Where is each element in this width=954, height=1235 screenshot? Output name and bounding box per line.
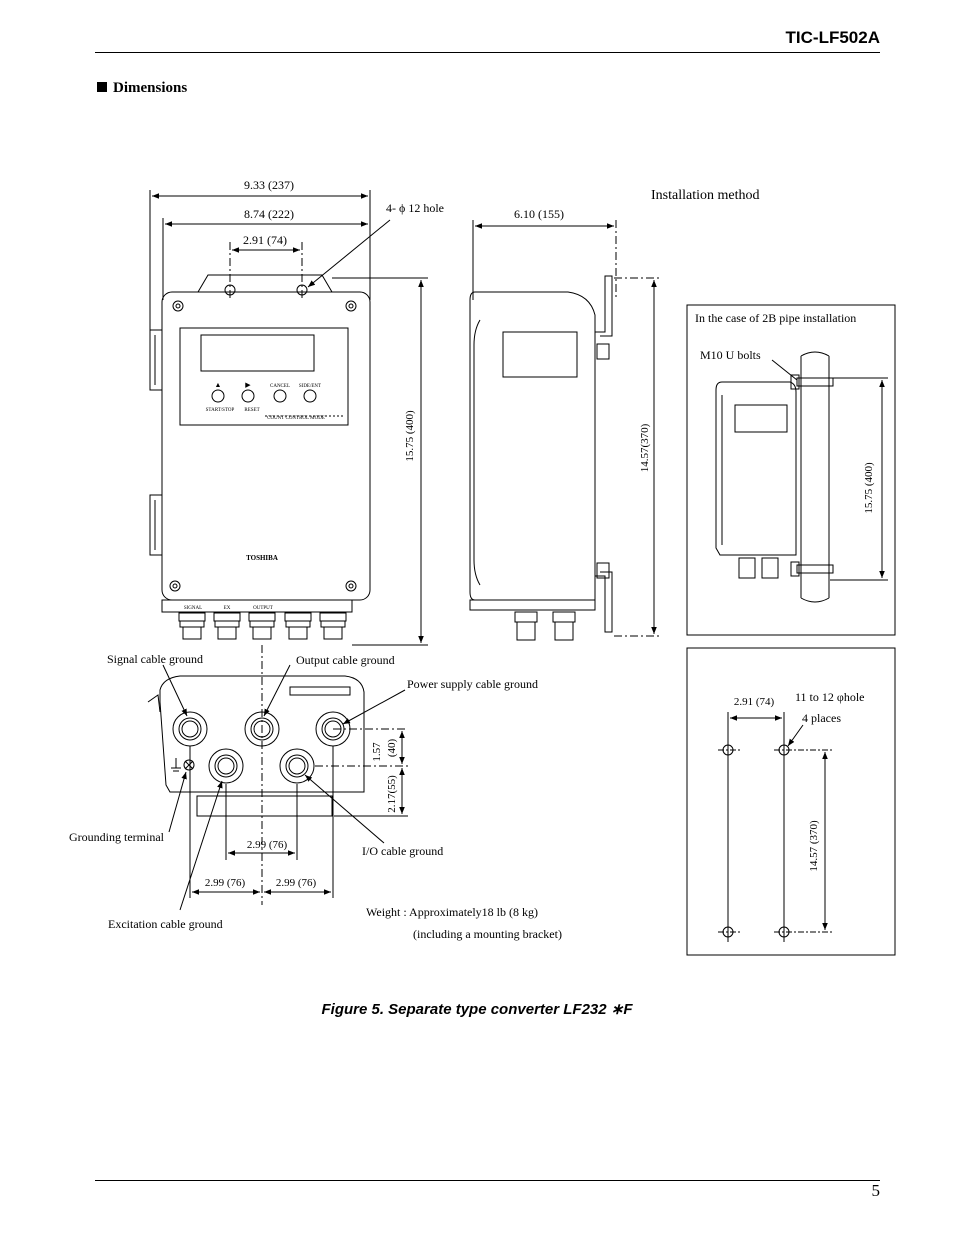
dim-217: 2.17(55): [386, 775, 398, 813]
toshiba-logo: TOSHIBA: [246, 554, 278, 562]
side-depth: 6.10 (155): [514, 207, 564, 221]
front-width-inner: 8.74 (222): [244, 207, 294, 221]
front-hole-spec: 4- ϕ 12 hole: [386, 201, 444, 215]
key-start-stop-label: START/STOP: [206, 408, 235, 413]
dim-299-left: 2.99 (76): [205, 877, 246, 889]
figure-caption: Figure 5. Separate type converter LF232 …: [321, 1001, 633, 1018]
footer-rule: [95, 1180, 880, 1181]
key-reset-label: RESET: [244, 408, 259, 413]
section-heading: Dimensions: [97, 80, 187, 97]
front-view: [149, 190, 428, 646]
side-bracket-height: 14.57(370): [639, 423, 651, 472]
hole-height: 14.57 (370): [808, 820, 820, 872]
hole-places: 4 places: [802, 711, 841, 725]
key-side-ent-label: SIDE/ENT: [299, 384, 321, 389]
count-control-mode-label: COUNT CONTROL MODE: [267, 416, 325, 421]
pipe-installation-title: In the case of 2B pipe installation: [695, 311, 856, 325]
page-number: 5: [871, 1181, 881, 1200]
header-rule: [95, 52, 880, 53]
key-cancel-label: CANCEL: [270, 384, 290, 389]
io-cable-ground-label: I/O cable ground: [362, 844, 443, 858]
excitation-cable-ground-label: Excitation cable ground: [108, 917, 223, 931]
hole-spec: 11 to 12 φhole: [795, 690, 864, 704]
dim-157: 1.57: [371, 742, 383, 762]
front-height: 15.75 (400): [404, 410, 416, 462]
key-up-label: ▲: [215, 381, 222, 389]
front-width-overall: 9.33 (237): [244, 178, 294, 192]
section-title: Dimensions: [113, 80, 188, 96]
front-hole-pitch: 2.91 (74): [243, 233, 287, 247]
bracket-note: (including a mounting bracket): [413, 927, 562, 941]
terminal-output-label: OUTPUT: [253, 606, 273, 611]
bottom-view: [147, 645, 408, 911]
u-bolts-label: M10 U bolts: [700, 348, 761, 362]
signal-cable-ground-label: Signal cable ground: [107, 652, 203, 666]
key-right-label: ▶: [245, 381, 251, 389]
dim-299-right: 2.99 (76): [276, 877, 317, 889]
document-code: TIC-LF502A: [785, 28, 880, 47]
terminal-signal-label: SIGNAL: [184, 606, 202, 611]
dim-299-top: 2.99 (76): [247, 839, 288, 851]
hole-pitch: 2.91 (74): [734, 696, 775, 708]
power-supply-cable-ground-label: Power supply cable ground: [407, 677, 538, 691]
pipe-installation-panel: [686, 304, 896, 636]
side-view: [469, 220, 662, 641]
terminal-ex-label: EX: [224, 606, 231, 611]
pipe-install-height: 15.75 (400): [863, 462, 875, 514]
grounding-terminal-label: Grounding terminal: [69, 830, 165, 844]
weight-label: Weight : Approximately18 lb (8 kg): [366, 905, 538, 919]
output-cable-ground-label: Output cable ground: [296, 653, 395, 667]
square-bullet-icon: [97, 82, 107, 92]
hole-layout-panel: [686, 647, 896, 956]
dim-40: (40): [386, 739, 398, 758]
install-title: Installation method: [651, 188, 759, 203]
